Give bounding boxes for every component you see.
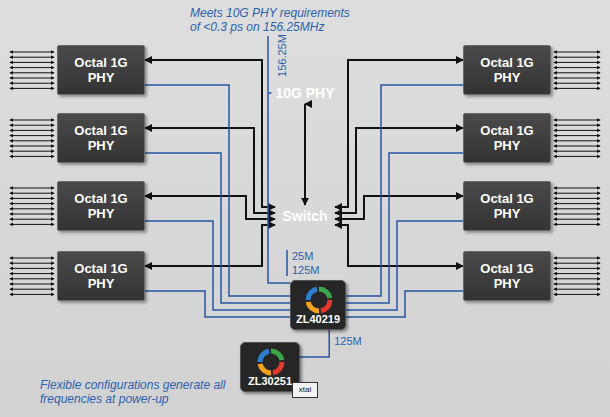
node-text: Octal 1G PHY xyxy=(478,55,536,85)
node-text: Octal 1G PHY xyxy=(478,191,536,221)
clock-line xyxy=(346,153,463,303)
clock-chip: ZL40219 xyxy=(290,280,346,330)
data-link xyxy=(335,196,463,219)
phy-box: Octal 1G PHY xyxy=(463,181,551,231)
clock-line xyxy=(346,291,463,317)
frequency-label: 125M xyxy=(292,264,332,277)
data-link xyxy=(145,60,275,207)
phy-box: Octal 1G PHY xyxy=(463,113,551,163)
clock-stub xyxy=(286,250,288,276)
clock-line xyxy=(145,85,290,296)
clock-line xyxy=(268,93,290,283)
phy-box: Octal 1G PHY xyxy=(463,251,551,301)
frequency-label: 25M xyxy=(292,250,332,263)
node-text: xtal xyxy=(299,385,311,395)
switch-block: Switch xyxy=(275,205,335,227)
frequency-label: 125M xyxy=(334,335,362,348)
clock-line xyxy=(145,291,290,317)
node-text: ZL40219 xyxy=(296,313,340,325)
node-text: Octal 1G PHY xyxy=(72,191,130,221)
crystal: xtal xyxy=(292,382,318,398)
phy-box: Octal 1G PHY xyxy=(57,251,145,301)
phy-box: Octal 1G PHY xyxy=(57,181,145,231)
phy-label-block: 10G PHY xyxy=(271,82,338,104)
node-text: Octal 1G PHY xyxy=(72,261,130,291)
node-text: Octal 1G PHY xyxy=(478,261,536,291)
clock-line xyxy=(300,330,329,357)
data-link xyxy=(145,225,275,266)
data-link xyxy=(335,60,463,207)
data-link xyxy=(145,196,275,219)
clock-line xyxy=(346,85,463,296)
note-text: Flexible configurations generate all fre… xyxy=(40,378,240,406)
note-text: Meets 10G PHY requirements of <0.3 ps on… xyxy=(190,6,362,34)
phy-box: Octal 1G PHY xyxy=(57,45,145,95)
node-text: Octal 1G PHY xyxy=(72,55,130,85)
node-text: Switch xyxy=(282,208,327,224)
data-link xyxy=(335,128,463,213)
data-link xyxy=(145,128,275,213)
data-link xyxy=(335,225,463,266)
frequency-label: 156.25M xyxy=(276,33,289,79)
node-text: Octal 1G PHY xyxy=(72,123,130,153)
node-text: Octal 1G PHY xyxy=(478,123,536,153)
clock-chip: ZL30251 xyxy=(240,342,300,392)
node-text: 10G PHY xyxy=(275,85,334,101)
data-link xyxy=(304,104,306,205)
clock-stub xyxy=(267,36,269,92)
phy-box: Octal 1G PHY xyxy=(463,45,551,95)
node-text: ZL30251 xyxy=(248,375,292,387)
phy-box: Octal 1G PHY xyxy=(57,113,145,163)
